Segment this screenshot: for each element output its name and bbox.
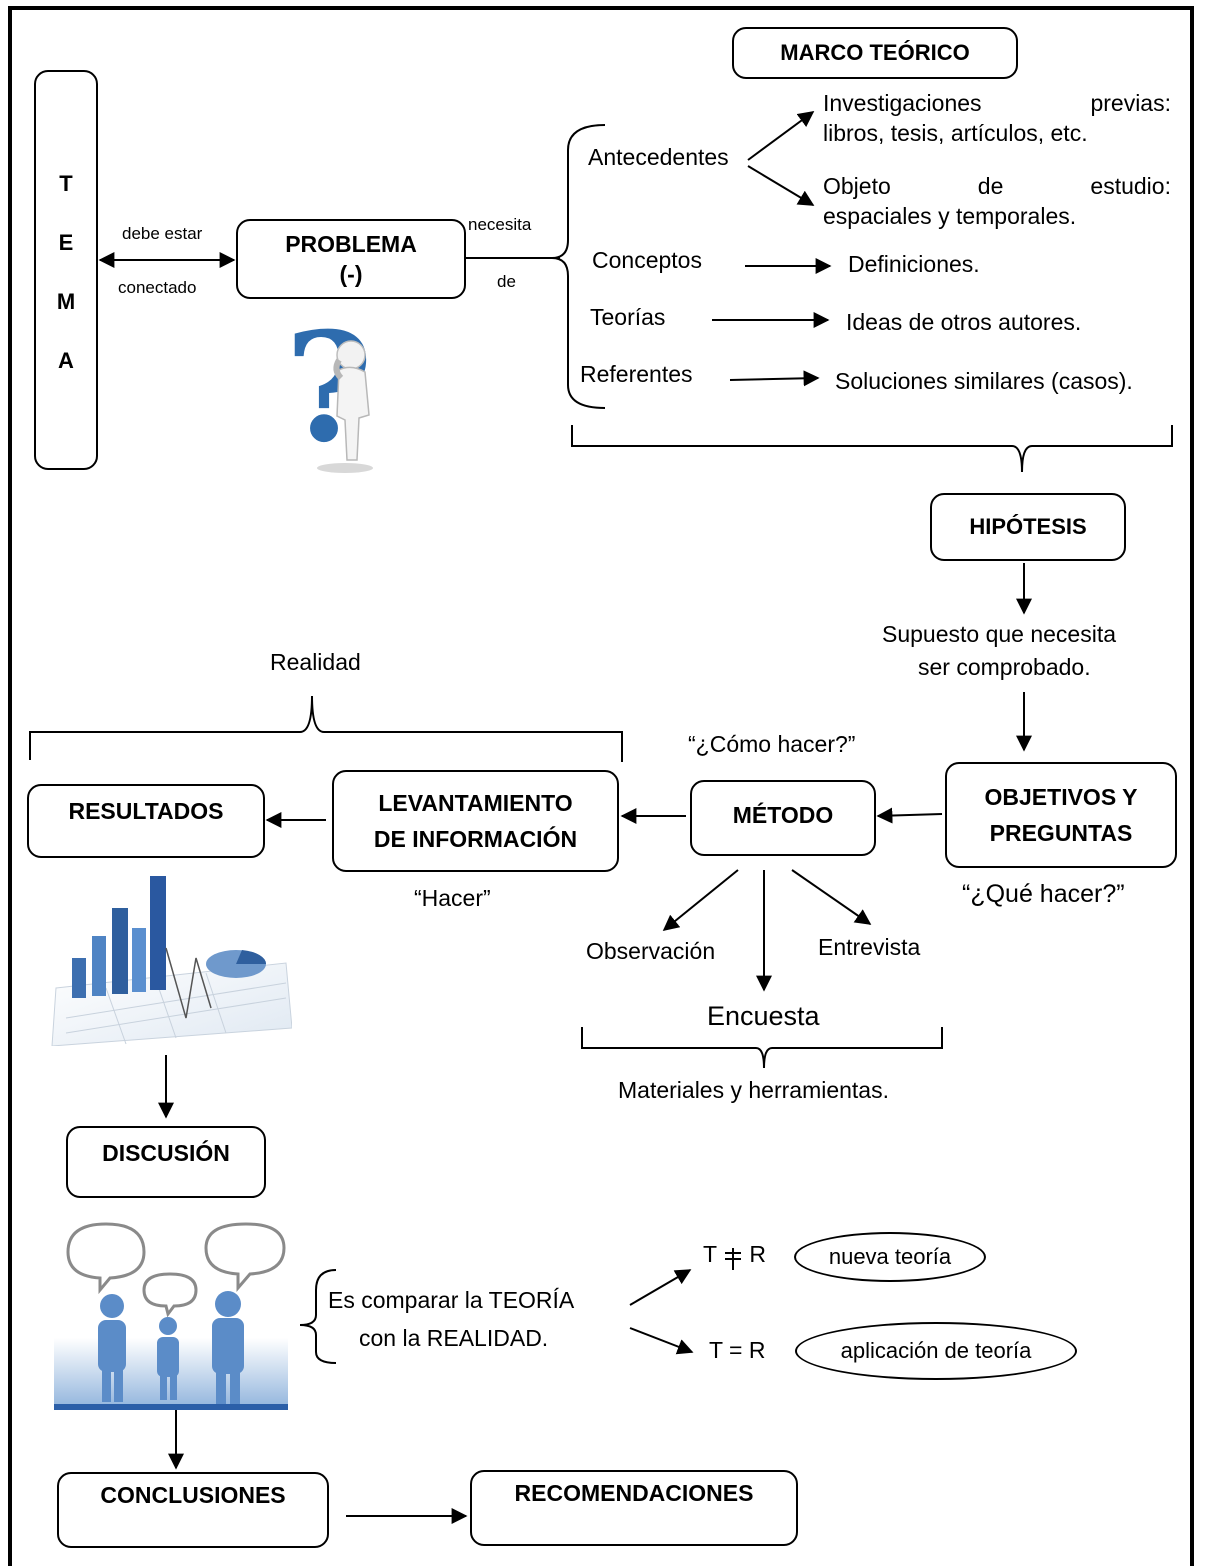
formula-neq-r: R — [749, 1241, 767, 1267]
hipotesis-note-1: Supuesto que necesita — [882, 621, 1117, 647]
antecedentes-arrow-up — [747, 111, 815, 161]
realidad-label: Realidad — [270, 649, 361, 675]
marco-teorico-box: MARCO TEÓRICO — [732, 27, 1018, 79]
discusion-brace — [299, 1269, 337, 1364]
entrevista-arrow — [791, 869, 872, 925]
realidad-brace — [29, 695, 623, 762]
antecedente-item-1-word: Investigaciones — [823, 90, 982, 116]
not-equal-symbol — [723, 1244, 743, 1270]
tema-letter: T — [59, 171, 73, 196]
aplicacion-teoria-ellipse: aplicación de teoría — [795, 1322, 1077, 1380]
antecedente-item-1-line2: libros, tesis, artículos, etc. — [823, 120, 1088, 146]
resultados-title: RESULTADOS — [68, 798, 224, 824]
problema-box: PROBLEMA (-) — [236, 219, 466, 299]
question-figure-illustration: ? — [285, 310, 373, 475]
tema-connector-bottom: conectado — [118, 278, 197, 297]
objetivos-metodo-arrow — [876, 807, 943, 824]
antecedente-item-2-word: Objeto — [823, 173, 891, 199]
tema-letter: A — [58, 348, 74, 373]
hipotesis-box: HIPÓTESIS — [930, 493, 1126, 561]
problema-connector-bottom: de — [497, 272, 516, 291]
objetivos-note: “¿Qué hacer?” — [962, 880, 1125, 908]
formula-eq: T = R — [709, 1337, 766, 1363]
discusion-desc-2: con la REALIDAD. — [359, 1325, 549, 1351]
metodo-title: MÉTODO — [732, 802, 834, 828]
hipotesis-title: HIPÓTESIS — [969, 514, 1087, 539]
antecedente-item-2-line2: espaciales y temporales. — [823, 203, 1077, 229]
recomendaciones-title: RECOMENDACIONES — [514, 1480, 754, 1506]
marco-brace — [551, 124, 606, 409]
levantamiento-title-2: DE INFORMACIÓN — [373, 826, 578, 852]
referentes-label: Referentes — [580, 361, 693, 387]
levantamiento-note: “Hacer” — [414, 885, 491, 911]
tema-box: T E M A — [34, 70, 98, 470]
chart-illustration — [51, 876, 292, 1046]
antecedente-item-2-word: de — [977, 173, 1004, 199]
conceptos-label: Conceptos — [592, 247, 702, 273]
antecedente-item-1-word: previas: — [1090, 90, 1171, 116]
aplicacion-teoria-label: aplicación de teoría — [840, 1338, 1032, 1363]
levantamiento-title-1: LEVANTAMIENTO — [378, 790, 573, 816]
hipotesis-note-2: ser comprobado. — [918, 654, 1091, 680]
marco-title: MARCO TEÓRICO — [780, 40, 970, 65]
nueva-teoria-label: nueva teoría — [828, 1244, 952, 1269]
teorias-value: Ideas de otros autores. — [846, 309, 1082, 335]
materiales-brace — [581, 1027, 943, 1069]
formula-neq: T R — [703, 1240, 767, 1270]
problema-connector-top: necesita — [468, 215, 532, 234]
people-illustration — [54, 1222, 288, 1410]
discusion-box: DISCUSIÓN — [66, 1126, 266, 1198]
resultados-box: RESULTADOS — [27, 784, 265, 858]
conceptos-value: Definiciones. — [848, 251, 980, 277]
entrevista-label: Entrevista — [818, 934, 921, 960]
objetivos-title-2: PREGUNTAS — [989, 820, 1133, 846]
observacion-arrow — [662, 869, 739, 932]
discusion-title: DISCUSIÓN — [102, 1140, 230, 1166]
problema-sub: (-) — [339, 261, 363, 287]
materiales-label: Materiales y herramientas. — [618, 1077, 889, 1103]
levantamiento-box: LEVANTAMIENTO DE INFORMACIÓN — [332, 770, 619, 872]
tema-connector-top: debe estar — [122, 224, 203, 243]
recomendaciones-box: RECOMENDACIONES — [470, 1470, 798, 1546]
antecedente-item-2: Objeto de estudio: espaciales y temporal… — [823, 171, 1171, 231]
comparison-arrow-down — [629, 1327, 694, 1355]
antecedente-item-2-word: estudio: — [1090, 173, 1171, 199]
encuesta-label: Encuesta — [707, 1001, 820, 1031]
comparison-arrow-up — [629, 1269, 692, 1306]
tema-letter: E — [58, 230, 74, 255]
metodo-note: “¿Cómo hacer?” — [688, 731, 856, 757]
referentes-value: Soluciones similares (casos). — [835, 368, 1133, 394]
observacion-label: Observación — [586, 938, 716, 964]
discusion-desc-1: Es comparar la TEORÍA — [328, 1287, 575, 1313]
teorias-label: Teorías — [590, 304, 666, 330]
page-frame — [8, 6, 1194, 1566]
marco-bottom-brace — [571, 425, 1173, 473]
conclusiones-box: CONCLUSIONES — [57, 1472, 329, 1548]
referentes-arrow — [729, 370, 820, 387]
problema-title: PROBLEMA — [285, 231, 417, 257]
antecedente-item-1: Investigaciones previas: libros, tesis, … — [823, 88, 1171, 148]
antecedentes-label: Antecedentes — [588, 144, 729, 170]
conclusiones-title: CONCLUSIONES — [100, 1482, 286, 1508]
antecedentes-arrow-down — [747, 165, 815, 206]
tema-letter: M — [56, 289, 76, 314]
objetivos-box: OBJETIVOS Y PREGUNTAS — [945, 762, 1177, 868]
metodo-box: MÉTODO — [690, 780, 876, 856]
objetivos-title-1: OBJETIVOS Y — [984, 784, 1138, 810]
formula-neq-t: T — [703, 1241, 717, 1267]
nueva-teoria-ellipse: nueva teoría — [794, 1232, 986, 1282]
